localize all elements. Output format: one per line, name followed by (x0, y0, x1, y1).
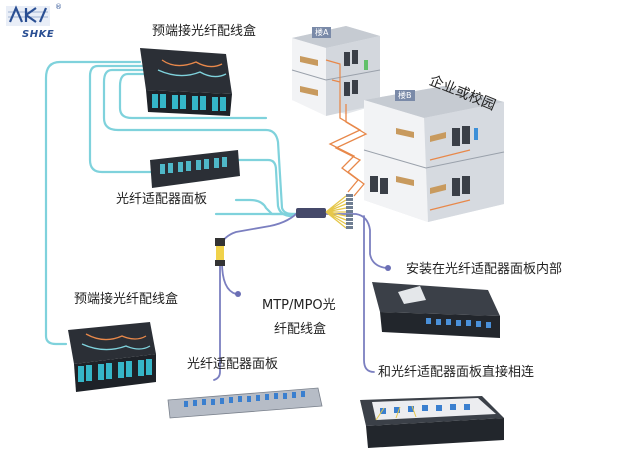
label-direct-connect: 和光纤适配器面板直接相连 (378, 365, 535, 380)
pre-terminated-fiber-box-top (140, 48, 232, 116)
label-mtp-box-line1: MTP/MPO光 (262, 298, 336, 313)
building-b-illustration (363, 86, 505, 222)
pre-terminated-fiber-box-bottom (68, 322, 156, 392)
purple-cable-bundle (213, 209, 387, 381)
shke-logo-icon (6, 5, 50, 26)
label-panel-lower: 光纤适配器面板 (187, 357, 279, 372)
aqua-cable-bundle (44, 60, 318, 346)
fiber-adapter-panel-upper (150, 150, 240, 188)
label-box-top: 预端接光纤配线盒 (152, 24, 257, 39)
brand-logo-text: SHKE (22, 29, 55, 40)
building-a-tag: 楼A (312, 27, 332, 38)
mtp-connector-icon (215, 238, 225, 266)
label-mtp-box-line2: 纤配线盒 (274, 322, 327, 337)
building-a-illustration (291, 26, 381, 116)
connector-dot (385, 265, 391, 271)
fiber-adapter-panel-lower (167, 387, 323, 419)
label-panel-upper: 光纤适配器面板 (116, 192, 208, 207)
rack-drawer-mtp-internal (372, 282, 500, 338)
fanout-breakout-icon (296, 194, 353, 229)
connector-dot (235, 291, 241, 297)
rack-drawer-direct (360, 396, 504, 448)
building-b-tag: 楼B (395, 90, 415, 101)
label-install-inside: 安装在光纤适配器面板内部 (406, 262, 563, 277)
label-box-bottom: 预端接光纤配线盒 (74, 292, 179, 307)
orange-backbone-cables (328, 100, 368, 197)
registered-mark: ® (55, 3, 62, 11)
